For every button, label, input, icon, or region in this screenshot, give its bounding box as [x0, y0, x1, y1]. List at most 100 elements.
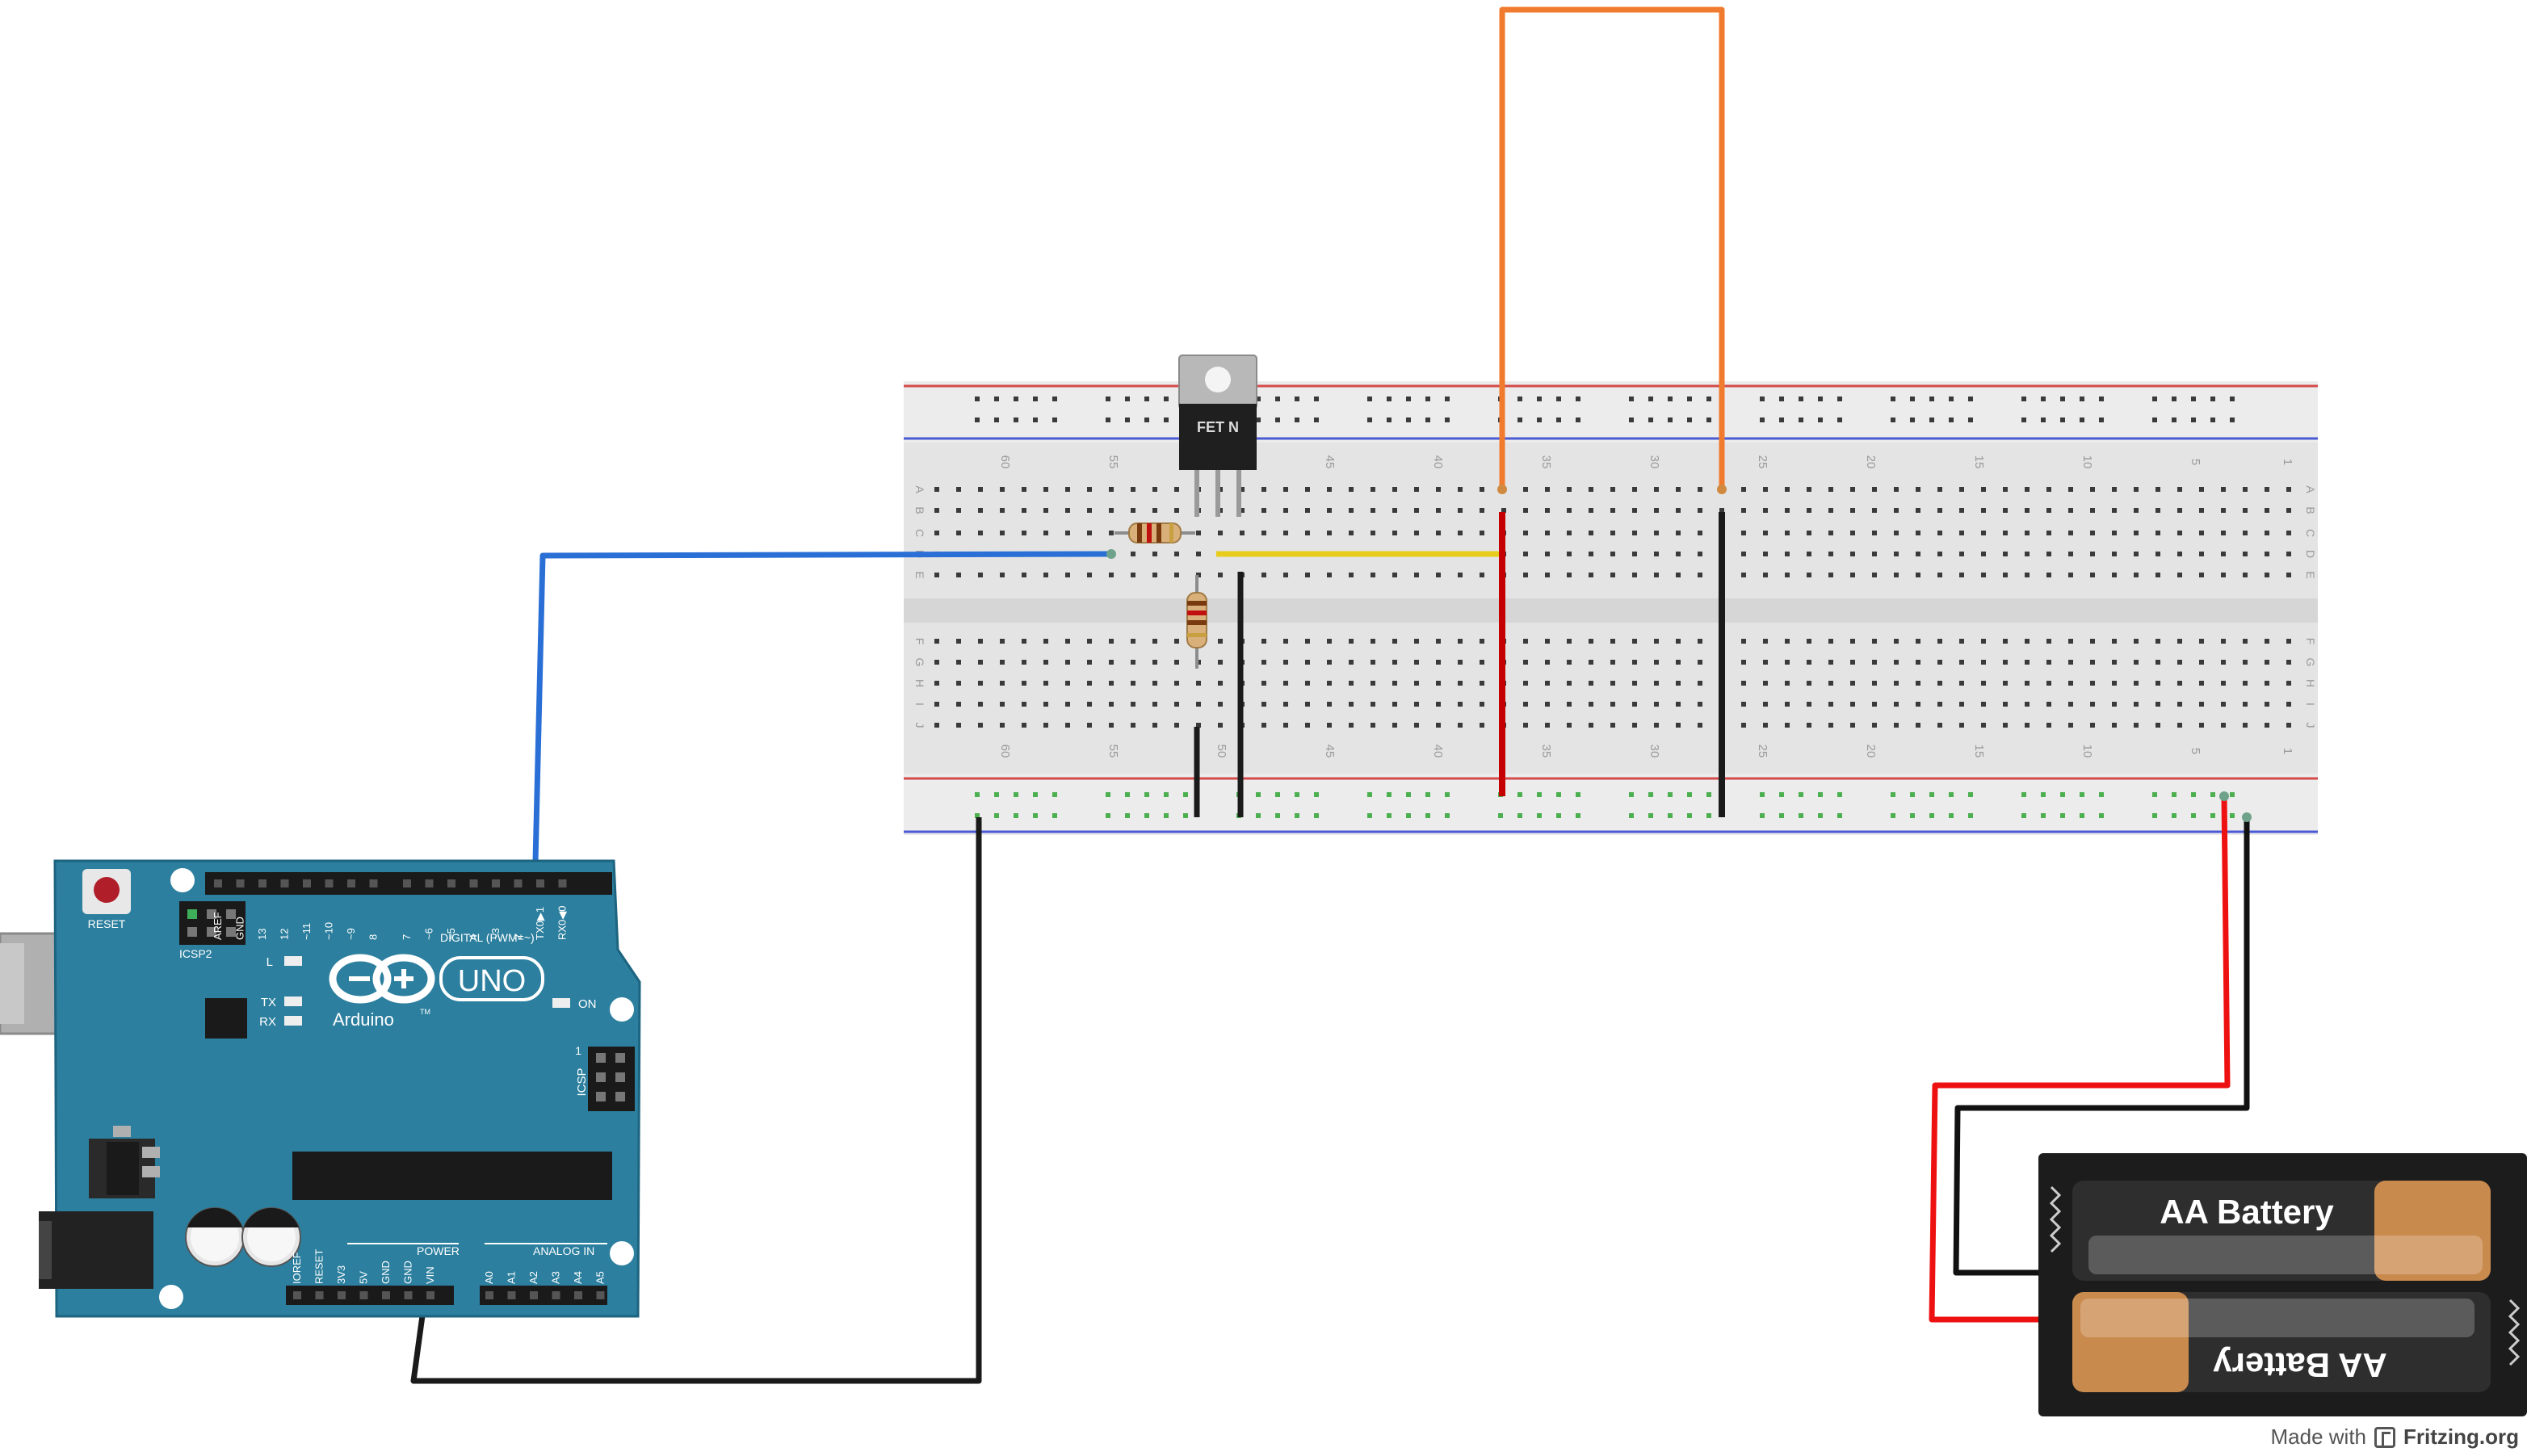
breadboard-hole: [2134, 487, 2139, 492]
breadboard-hole: [1610, 639, 1615, 644]
header-pin[interactable]: [293, 1291, 301, 1299]
breadboard-hole: [2134, 660, 2139, 665]
header-pin[interactable]: [325, 879, 334, 887]
breadboard-hole: [1022, 681, 1026, 686]
header-pin[interactable]: [536, 879, 544, 887]
rail-hole: [975, 813, 980, 818]
column-number: 45: [1323, 745, 1337, 758]
breadboard-hole: [2068, 531, 2073, 535]
breadboard-hole: [1458, 681, 1463, 686]
header-pin[interactable]: [485, 1291, 493, 1299]
power-header: [286, 1286, 454, 1305]
header-pin[interactable]: [514, 879, 523, 887]
reset-button-cap[interactable]: [94, 877, 120, 903]
breadboard-hole: [1349, 573, 1354, 577]
breadboard-hole: [1043, 508, 1048, 513]
breadboard-hole: [1741, 531, 1746, 535]
column-number: 20: [1864, 455, 1878, 469]
rail-hole: [1033, 417, 1038, 422]
breadboard-hole: [956, 681, 961, 686]
breadboard-hole: [1807, 639, 1811, 644]
arduino-board: [53, 859, 641, 1318]
breadboard-hole: [1698, 723, 1702, 728]
header-pin[interactable]: [507, 1291, 516, 1299]
rail-hole: [1779, 417, 1784, 422]
row-letter: J: [913, 723, 926, 728]
header-pin[interactable]: [426, 1291, 434, 1299]
header-pin[interactable]: [347, 879, 355, 887]
breadboard-hole: [2221, 660, 2226, 665]
header-pin[interactable]: [552, 1291, 560, 1299]
breadboard-hole: [2112, 508, 2117, 513]
rail-hole: [1164, 397, 1169, 401]
breadboard-hole: [1371, 723, 1375, 728]
breadboard-hole: [1719, 508, 1724, 513]
breadboard-hole: [1894, 531, 1899, 535]
header-pin[interactable]: [530, 1291, 538, 1299]
header-pin[interactable]: [214, 879, 222, 887]
rail-hole: [1818, 813, 1823, 818]
breadboard-hole: [1480, 660, 1484, 665]
header-pin[interactable]: [338, 1291, 346, 1299]
breadboard-hole: [1109, 639, 1114, 644]
rail-hole: [1556, 792, 1561, 797]
header-pin[interactable]: [236, 879, 245, 887]
breadboard-hole: [2177, 723, 2182, 728]
breadboard-hole: [956, 639, 961, 644]
breadboard-hole: [1392, 508, 1397, 513]
header-pin[interactable]: [492, 879, 500, 887]
breadboard-hole: [1087, 660, 1092, 665]
led-tx: [284, 997, 302, 1006]
header-pin[interactable]: [303, 879, 311, 887]
header-pin[interactable]: [258, 879, 267, 887]
breadboard-hole: [1807, 487, 1811, 492]
breadboard-hole: [1545, 531, 1550, 535]
breadboard-hole: [1261, 681, 1266, 686]
rail-hole: [1125, 792, 1130, 797]
header-pin[interactable]: [447, 879, 455, 887]
wires: [410, 6, 2252, 1384]
breadboard-hole: [1327, 702, 1332, 707]
header-pin[interactable]: [315, 1291, 324, 1299]
header-pin[interactable]: [280, 879, 289, 887]
breadboard-hole: [1218, 639, 1223, 644]
rail-hole: [2191, 792, 2196, 797]
breadboard-hole: [1392, 723, 1397, 728]
header-pin[interactable]: [359, 1291, 368, 1299]
icsp2-label: ICSP2: [179, 947, 212, 960]
led-l: [284, 956, 302, 966]
breadboard-hole: [2243, 702, 2248, 707]
breadboard-hole: [1589, 723, 1593, 728]
breadboard-hole: [1087, 681, 1092, 686]
rail-hole: [2021, 813, 2026, 818]
breadboard-hole: [2177, 702, 2182, 707]
rail-hole: [1910, 792, 1915, 797]
header-pin[interactable]: [382, 1291, 390, 1299]
header-pin[interactable]: [574, 1291, 582, 1299]
header-pin-label: GND: [234, 917, 246, 940]
icsp2-pin: [187, 909, 197, 919]
rail-hole: [1517, 417, 1522, 422]
breadboard-hole: [2112, 552, 2117, 556]
atmega-chip: [292, 1152, 612, 1200]
header-pin[interactable]: [469, 879, 478, 887]
header-pin[interactable]: [404, 1291, 413, 1299]
header-pin[interactable]: [425, 879, 434, 887]
breadboard-hole: [1567, 552, 1572, 556]
rail-hole: [1295, 813, 1299, 818]
icsp-pin: [596, 1092, 606, 1101]
breadboard-hole: [1174, 552, 1179, 556]
header-pin[interactable]: [558, 879, 567, 887]
breadboard-hole: [1414, 660, 1419, 665]
header-pin[interactable]: [369, 879, 378, 887]
breadboard-hole: [1937, 487, 1942, 492]
breadboard-hole: [2177, 508, 2182, 513]
led-rx-label: RX: [259, 1015, 276, 1029]
breadboard-hole: [2221, 702, 2226, 707]
made-with-label: Made with: [2270, 1425, 2367, 1449]
breadboard-hole: [1872, 552, 1877, 556]
header-pin[interactable]: [596, 1291, 605, 1299]
breadboard-hole: [1065, 723, 1070, 728]
header-pin[interactable]: [403, 879, 411, 887]
